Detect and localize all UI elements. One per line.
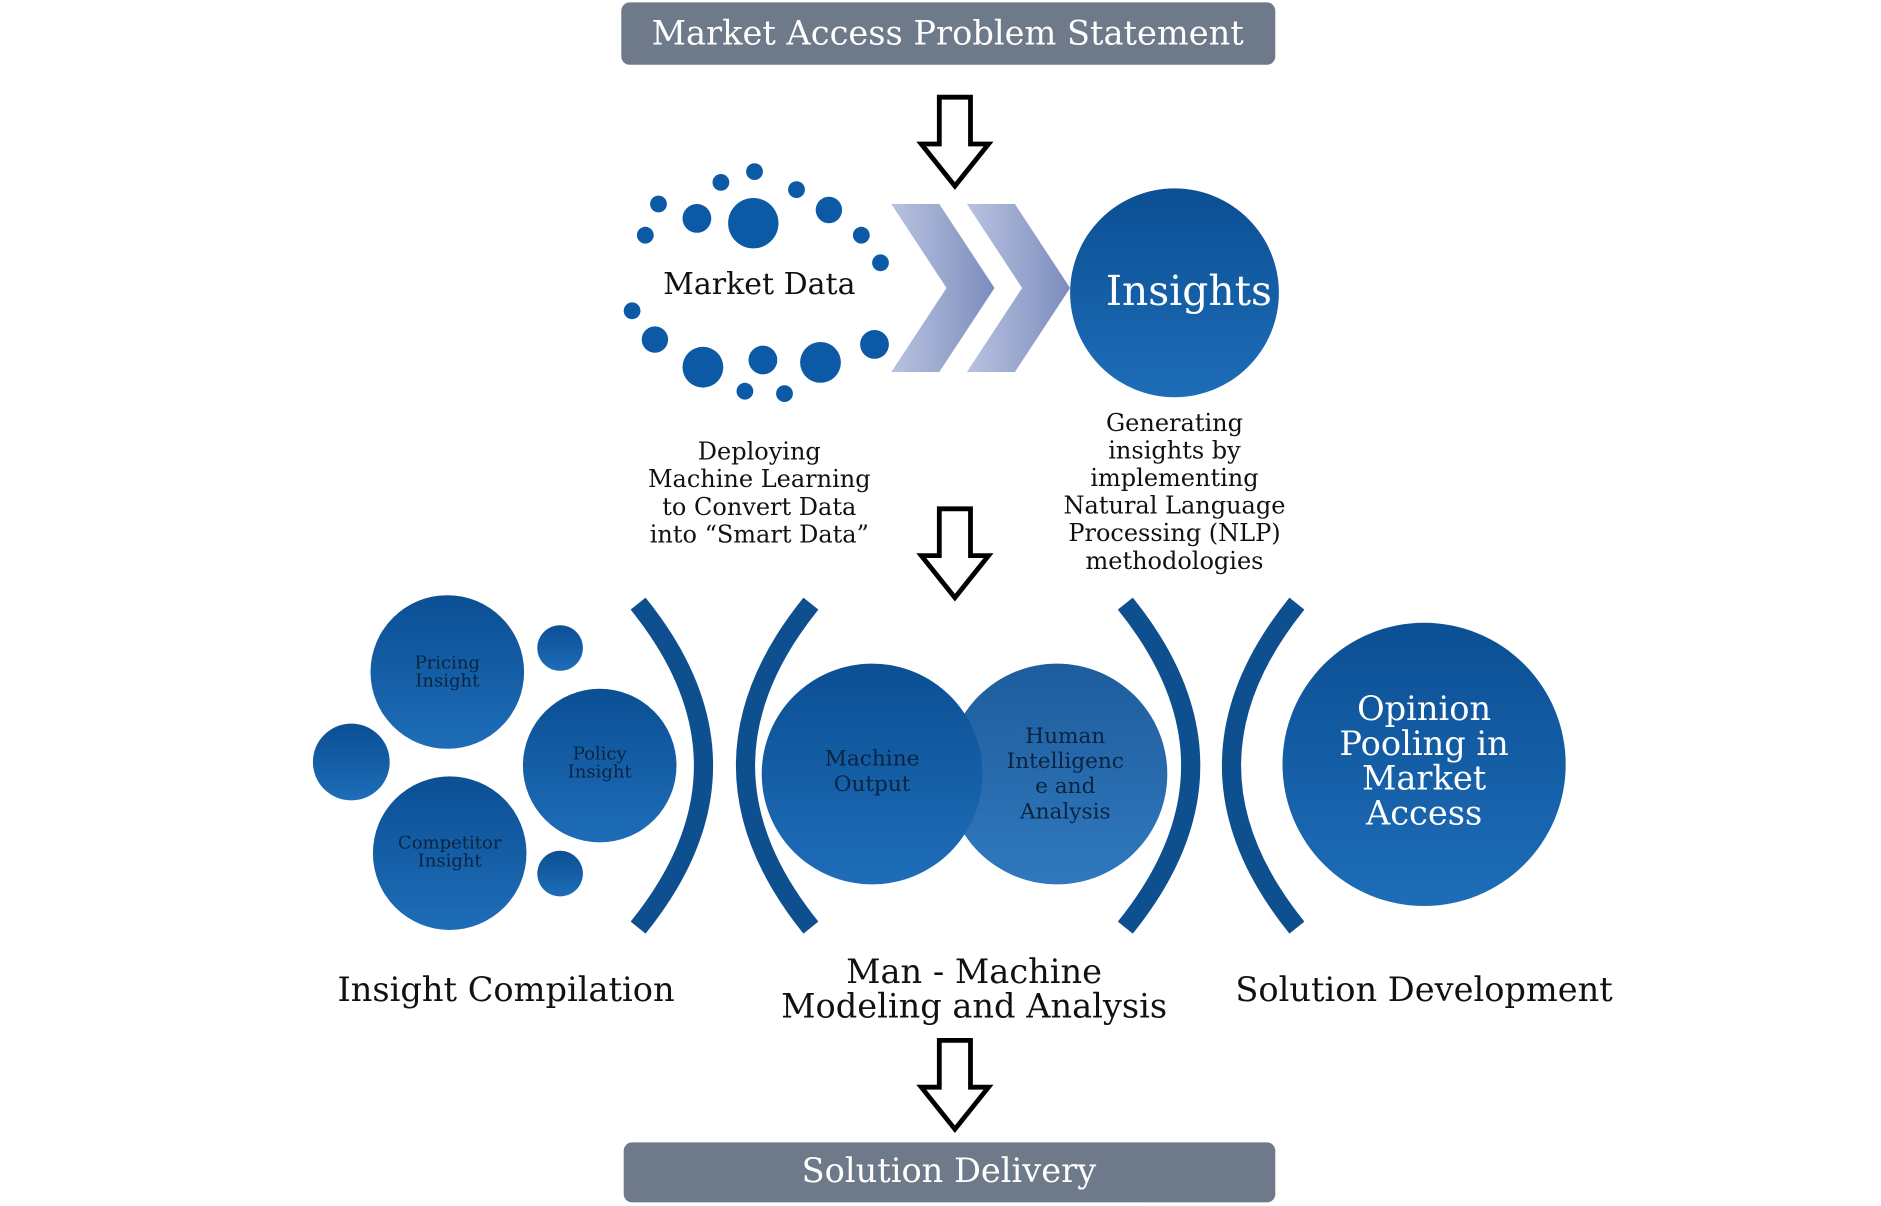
machine-output-label: Output: [834, 772, 911, 797]
pricing-insight-label: Pricing: [415, 652, 480, 673]
insight-compilation-cluster: [312, 595, 677, 930]
competitor-insight-label: Competitor: [398, 832, 502, 853]
pricing-insight-circle: [370, 595, 525, 749]
man-machine-label: Man - Machine: [846, 952, 1102, 991]
nlp-caption-line: methodologies: [1085, 547, 1263, 575]
market-data-dots: [623, 163, 889, 402]
market-data-label: Market Data: [663, 267, 855, 302]
problem-statement-banner: [621, 2, 1276, 65]
insights-circle: [1070, 188, 1279, 398]
nlp-caption-line: Processing (NLP): [1068, 519, 1280, 547]
small-dot: [312, 723, 390, 801]
deploy-caption-line: to Convert Data: [662, 493, 856, 521]
policy-insight-label: Policy: [573, 744, 628, 765]
policy-insight-label: Insight: [568, 762, 633, 783]
competitor-insight-label: Insight: [418, 850, 483, 871]
nlp-caption-line: insights by: [1108, 436, 1241, 464]
pricing-insight-label: Insight: [415, 670, 480, 691]
opinion-pooling-label: Pooling in: [1339, 724, 1508, 763]
man-machine-label: Modeling and Analysis: [781, 987, 1167, 1026]
solution-delivery-text: Solution Delivery: [802, 1151, 1097, 1190]
human-intelligence-circle: [946, 663, 1168, 885]
machine-output-label: Machine: [825, 747, 920, 772]
insights-label: Insights: [1106, 267, 1272, 315]
solution-development-label: Solution Development: [1235, 970, 1613, 1009]
insight-compilation-label: Insight Compilation: [338, 970, 675, 1009]
competitor-insight-circle: [372, 776, 527, 930]
deploy-caption-line: Deploying: [698, 438, 821, 466]
small-dot: [537, 625, 583, 671]
nlp-caption-line: Generating: [1106, 409, 1243, 437]
down-arrow-icon: [916, 506, 994, 602]
machine-output-circle: [761, 663, 983, 885]
nlp-caption-line: Natural Language: [1064, 492, 1286, 520]
chevron-arrows-icon: [891, 204, 1071, 372]
down-arrow-icon: [916, 1038, 994, 1134]
small-dot: [537, 850, 583, 897]
nlp-caption-line: implementing: [1090, 464, 1258, 492]
opinion-pooling-label: Market: [1362, 759, 1487, 798]
solution-delivery-banner: [623, 1142, 1276, 1203]
opinion-pooling-circle: [1282, 622, 1566, 906]
human-intelligence-label: Intelligenc: [1007, 749, 1124, 774]
deploy-caption-line: Machine Learning: [648, 465, 871, 493]
human-intelligence-label: Human: [1025, 724, 1105, 749]
bracket-arcs: [630, 597, 1305, 934]
down-arrow-icon: [916, 94, 994, 190]
human-intelligence-label: e and: [1035, 774, 1095, 799]
nlp-caption: Generating insights by implementing Natu…: [1064, 409, 1286, 575]
human-intelligence-label: Analysis: [1019, 799, 1111, 824]
deploy-caption: Deploying Machine Learning to Convert Da…: [648, 438, 871, 549]
problem-statement-text: Market Access Problem Statement: [652, 13, 1245, 52]
policy-insight-circle: [522, 688, 677, 843]
opinion-pooling-label: Opinion: [1357, 689, 1491, 728]
deploy-caption-line: into “Smart Data”: [650, 520, 869, 548]
opinion-pooling-label: Access: [1365, 793, 1482, 832]
